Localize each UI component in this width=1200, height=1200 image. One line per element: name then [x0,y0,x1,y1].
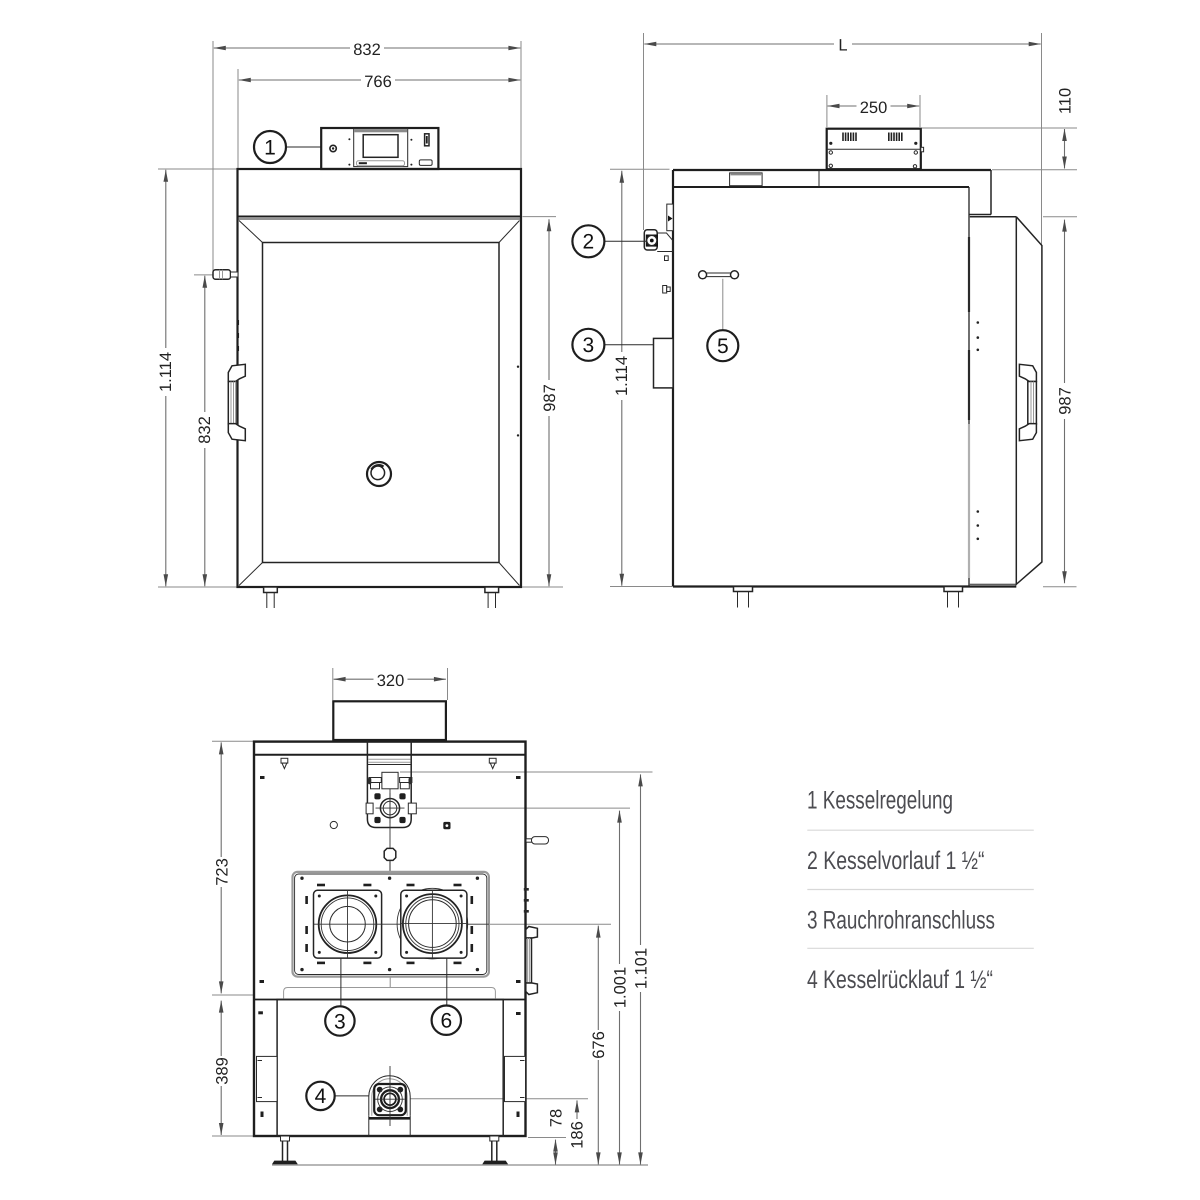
svg-text:6: 6 [440,1010,452,1033]
svg-text:832: 832 [353,41,381,59]
svg-text:766: 766 [364,73,392,91]
svg-text:78: 78 [548,1109,566,1127]
svg-text:1.101: 1.101 [633,948,651,989]
svg-text:723: 723 [214,858,232,886]
svg-text:5: 5 [717,335,729,358]
svg-text:987: 987 [541,384,559,412]
svg-text:1 Kesselregelung: 1 Kesselregelung [807,786,953,814]
svg-text:1: 1 [264,136,276,159]
svg-text:186: 186 [569,1121,587,1149]
svg-text:2: 2 [583,231,595,254]
svg-text:L: L [838,36,847,54]
svg-text:389: 389 [214,1057,232,1085]
svg-text:320: 320 [377,672,405,690]
svg-text:250: 250 [860,99,888,117]
svg-text:832: 832 [196,416,214,444]
svg-text:3: 3 [334,1010,346,1033]
svg-text:2 Kesselvorlauf 1 ½“: 2 Kesselvorlauf 1 ½“ [807,847,985,875]
svg-text:676: 676 [590,1031,608,1059]
svg-text:1.114: 1.114 [157,352,175,392]
svg-text:4 Kesselrücklauf 1 ½“: 4 Kesselrücklauf 1 ½“ [807,966,993,994]
svg-text:1.001: 1.001 [612,967,630,1008]
svg-text:110: 110 [1057,88,1075,114]
svg-text:3 Rauchrohranschluss: 3 Rauchrohranschluss [807,906,995,934]
svg-text:1.114: 1.114 [613,356,631,396]
svg-text:3: 3 [583,334,595,357]
svg-text:987: 987 [1057,387,1075,415]
svg-text:4: 4 [315,1085,327,1108]
